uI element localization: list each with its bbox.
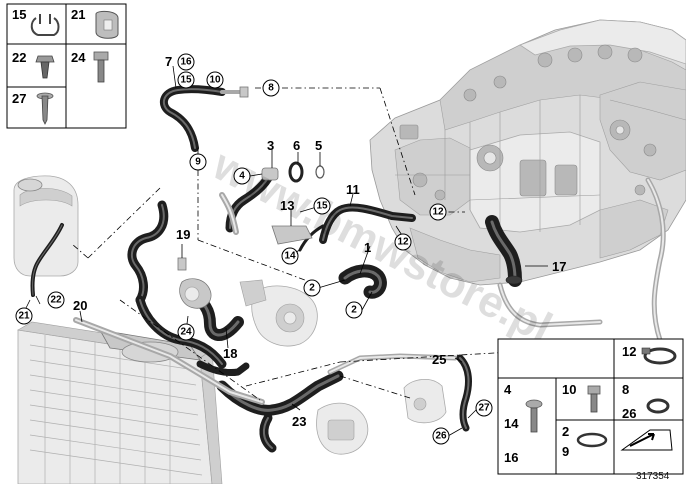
- part-number: 5: [315, 138, 322, 153]
- legend-number: 24: [71, 50, 86, 65]
- callout-22: 22: [47, 291, 65, 309]
- callout-4: 4: [233, 167, 251, 185]
- legend-number: 27: [12, 91, 26, 106]
- svg-text:22: 22: [50, 295, 62, 306]
- svg-text:9: 9: [195, 157, 201, 168]
- legend-number: 8: [622, 382, 629, 397]
- part-number: 19: [176, 227, 190, 242]
- svg-text:21: 21: [18, 311, 30, 322]
- callout-2b: 2: [345, 301, 363, 319]
- svg-text:26: 26: [435, 431, 447, 442]
- legend-number: 10: [562, 382, 576, 397]
- legend-number: 12: [622, 344, 636, 359]
- svg-text:12: 12: [432, 207, 444, 218]
- legend-left: 15 21 22 24 27: [6, 3, 127, 129]
- legend-number: 16: [504, 450, 518, 465]
- engine-block: [369, 19, 686, 343]
- reference-number: 317354: [636, 471, 670, 482]
- callout-15b: 15: [313, 197, 331, 215]
- svg-text:2: 2: [351, 305, 357, 316]
- part-number: 18: [223, 346, 237, 361]
- part-number: 20: [73, 298, 87, 313]
- legend-number: 9: [562, 444, 569, 459]
- svg-text:14: 14: [284, 251, 296, 262]
- legend-number: 14: [504, 416, 519, 431]
- callout-15: 15: [177, 71, 195, 89]
- part-number: 7: [165, 54, 172, 69]
- legend-number: 4: [504, 382, 512, 397]
- part-number: 23: [292, 414, 306, 429]
- svg-text:24: 24: [180, 327, 192, 338]
- svg-text:8: 8: [268, 83, 274, 94]
- part-number: 17: [552, 259, 566, 274]
- callout-8: 8: [262, 79, 280, 97]
- svg-text:15: 15: [180, 75, 192, 86]
- svg-text:10: 10: [209, 75, 221, 86]
- callout-12a: 12: [429, 203, 447, 221]
- callout-10: 10: [206, 71, 224, 89]
- svg-text:15: 15: [316, 201, 328, 212]
- svg-text:4: 4: [239, 171, 245, 182]
- part-number: 11: [346, 182, 360, 197]
- svg-text:2: 2: [309, 283, 315, 294]
- callout-14: 14: [281, 247, 299, 265]
- svg-text:27: 27: [478, 403, 490, 414]
- circled-labels: 16 15 10 8 9 4 15 12 12 14 2 2 22 21 24 …: [15, 53, 493, 445]
- callout-21: 21: [15, 307, 33, 325]
- svg-text:12: 12: [397, 237, 409, 248]
- callout-12b: 12: [394, 233, 412, 251]
- legend-number: 21: [71, 7, 85, 22]
- callout-27: 27: [475, 399, 493, 417]
- callout-16: 16: [177, 53, 195, 71]
- legend-number: 15: [12, 7, 26, 22]
- part-number: 6: [293, 138, 300, 153]
- hose-assemblies: [73, 85, 523, 455]
- svg-text:16: 16: [180, 57, 192, 68]
- part-number: 1: [364, 240, 371, 255]
- expansion-tank: [13, 175, 79, 297]
- radiator: [17, 321, 223, 484]
- legend-number: 26: [622, 406, 636, 421]
- callout-24: 24: [177, 323, 195, 341]
- legend-number: 22: [12, 50, 26, 65]
- part-number: 13: [280, 198, 294, 213]
- callout-9: 9: [189, 153, 207, 171]
- callout-26: 26: [432, 427, 450, 445]
- part-number: 3: [267, 138, 274, 153]
- part-number: 25: [432, 352, 446, 367]
- callout-2a: 2: [303, 279, 321, 297]
- legend-right: 12 4 14 16 10 8 26 2 9: [497, 338, 684, 475]
- legend-number: 2: [562, 424, 569, 439]
- part-labels: 1 3 5 6 7 11 13 17 18 19 20 23 25: [73, 54, 566, 429]
